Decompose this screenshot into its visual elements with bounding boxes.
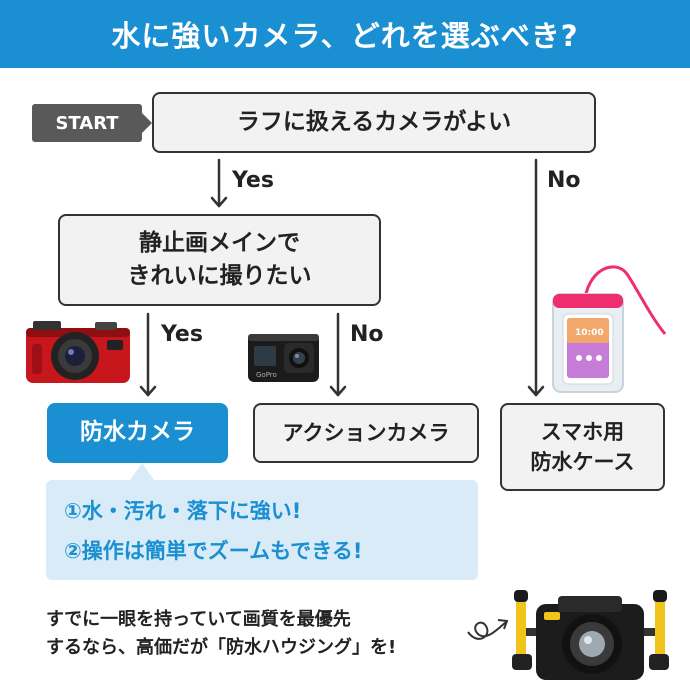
node-easy-camera: ラフに扱えるカメラがよい — [152, 92, 596, 153]
note-line-2: するなら、高価だが「防水ハウジング」を! — [46, 636, 397, 658]
underwater-housing-icon — [512, 590, 669, 680]
red-compact-camera-icon — [26, 321, 130, 383]
housing-note: すでに一眼を持っていて画質を最優先 するなら、高価だが「防水ハウジング」を! — [46, 606, 466, 662]
benefit-item: ②操作は簡単でズームもできる! — [64, 539, 363, 563]
start-label: START — [32, 104, 142, 142]
edge-label-yes-1: Yes — [232, 168, 274, 193]
benefit-pointer — [130, 463, 154, 480]
action-camera-icon: GoPro — [248, 334, 319, 382]
node-phone-case: スマホ用 防水ケース — [500, 403, 665, 491]
start-pointer — [142, 113, 152, 133]
page-title: 水に強いカメラ、どれを選ぶべき? — [0, 0, 690, 68]
arrowhead-no-1 — [527, 385, 545, 397]
arrowhead-no-2 — [329, 385, 347, 397]
node-still-image: 静止画メインで きれいに撮りたい — [58, 214, 381, 306]
waterproof-phone-case-icon: 10:00 — [552, 265, 667, 393]
note-pointer-arrow — [467, 621, 507, 640]
edge-label-no-1: No — [547, 168, 581, 193]
note-pointer-arrowhead — [497, 619, 509, 630]
edge-label-no-2: No — [350, 322, 384, 347]
benefit-item: ①水・汚れ・落下に強い! — [64, 499, 302, 523]
node-waterproof-camera: 防水カメラ — [47, 403, 228, 463]
arrowhead-yes-1 — [210, 196, 228, 208]
arrowhead-yes-2 — [139, 385, 157, 397]
node-action-camera: アクションカメラ — [253, 403, 479, 463]
note-line-1: すでに一眼を持っていて画質を最優先 — [46, 609, 351, 630]
svg-text:GoPro: GoPro — [256, 371, 277, 379]
svg-text:10:00: 10:00 — [575, 328, 604, 338]
edge-label-yes-2: Yes — [161, 322, 203, 347]
benefit-box: ①水・汚れ・落下に強い! ②操作は簡単でズームもできる! — [46, 480, 478, 580]
